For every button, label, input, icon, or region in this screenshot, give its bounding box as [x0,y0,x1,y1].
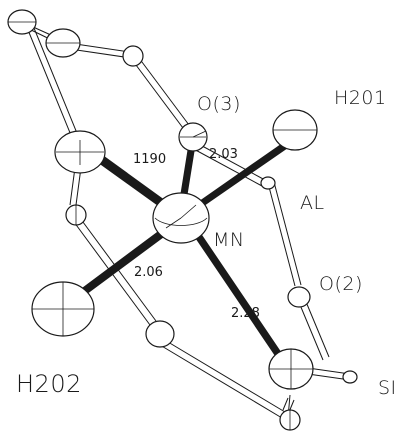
label-si: SI [378,377,397,399]
atom-h202 [31,281,95,337]
label-angle: 1190 [133,152,166,167]
labels: H201 O(3) AL MN O(2) SI H202 2.03 1190 2… [16,87,397,399]
bond-c-o3 [129,53,190,129]
atom-lower-left [145,320,175,348]
atom-top-mid [45,28,81,58]
atom-al [260,176,276,190]
atom-top-left [7,9,37,35]
label-o2: O(2) [319,273,363,295]
label-o3: O(3) [197,93,241,115]
atom-n-upper [54,130,106,174]
label-dist-mn-h202: 2.06 [134,265,163,280]
atom-o-lower [268,348,314,390]
label-dist-mn-o3: 2.03 [209,147,238,162]
atom-si [342,370,358,384]
bond-al-o2 [267,181,302,287]
bond-top-c [27,27,82,146]
atom-h201 [272,109,318,151]
bond-mn-h201 [189,140,291,214]
atom-bottom [279,409,301,431]
open-bonds [21,21,351,419]
atom-left-mid [65,204,87,226]
label-al: AL [300,192,325,214]
label-h201: H201 [334,87,387,109]
label-dist-mn-o-lower: 2.28 [231,306,260,321]
label-h202: H202 [16,370,82,398]
label-mn: MN [213,229,245,251]
bond-left-c [159,338,286,419]
atom-top-right [122,45,144,67]
atom-o2 [287,286,311,308]
atom-o3 [178,122,208,152]
bond-o2-si [297,296,330,361]
atom-mn [152,192,210,244]
atoms [7,9,358,431]
bond-o3-al [189,140,266,187]
solid-bonds [79,140,291,365]
